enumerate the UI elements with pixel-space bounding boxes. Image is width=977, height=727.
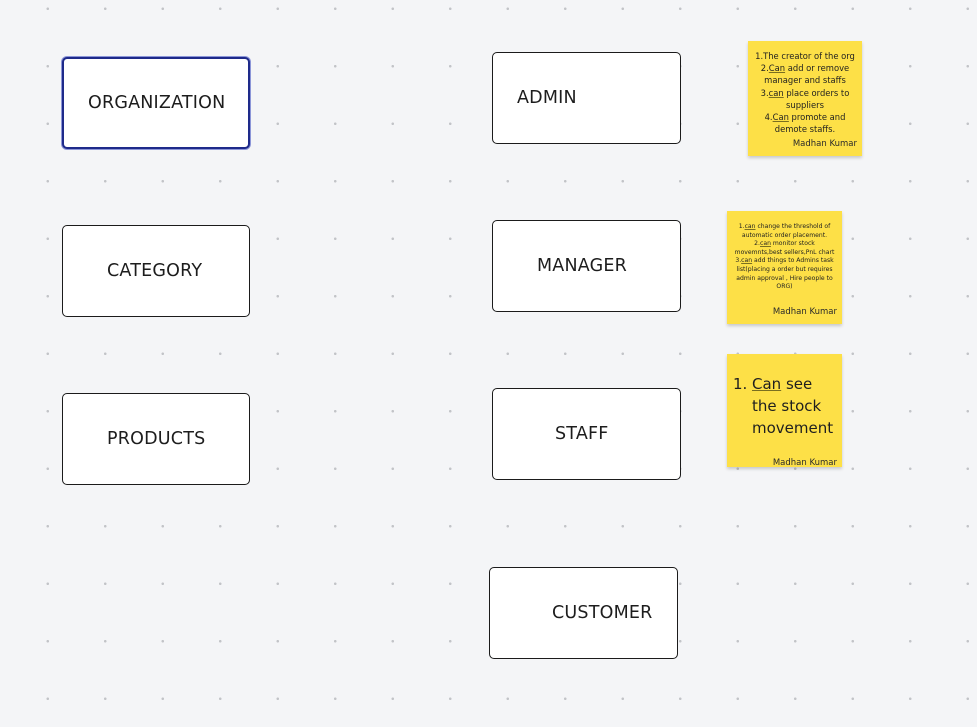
admin-box[interactable]: ADMIN (492, 52, 681, 144)
note-line: the stock (752, 397, 822, 415)
manager-label: MANAGER (537, 256, 628, 276)
organization-box[interactable]: ORGANIZATION (62, 57, 250, 149)
note-author: Madhan Kumar (792, 139, 857, 149)
note-line: 2.can monitor stock (754, 240, 815, 248)
note-author: Madhan Kumar (772, 458, 837, 468)
organization-label: ORGANIZATION (88, 93, 226, 113)
staff-sticky-note[interactable]: 1.Can see the stock movement Madhan Kuma… (727, 354, 842, 468)
note-line: 4.Can promote and (764, 112, 846, 123)
manager-box[interactable]: MANAGER (492, 220, 681, 312)
note-line: demote staffs. (774, 124, 836, 135)
note-line: 3.can add things to Admins task (735, 257, 834, 265)
customer-box[interactable]: CUSTOMER (489, 567, 678, 659)
staff-label: STAFF (555, 424, 609, 444)
note-line: ORG) (776, 283, 793, 291)
note-line: list(placing a order but requires (736, 265, 833, 273)
note-line: movemnts,best sellers,PnL chart (734, 248, 835, 256)
note-line: automatic order placement. (741, 231, 828, 239)
note-list-number: 1. (733, 375, 748, 393)
staff-box[interactable]: STAFF (492, 388, 681, 480)
note-line: 1.can change the threshold of (738, 223, 831, 230)
note-line: admin approval , Hire people to (736, 274, 833, 282)
category-box[interactable]: CATEGORY (62, 225, 250, 317)
note-line: movement (752, 419, 834, 437)
admin-sticky-note[interactable]: 1.The creator of the org 2.Can add or re… (748, 41, 862, 156)
admin-label: ADMIN (517, 88, 577, 108)
note-list-item: 1.Can see (733, 375, 813, 393)
note-line: suppliers (786, 99, 824, 110)
note-line: 1.The creator of the org (755, 51, 855, 61)
category-label: CATEGORY (107, 261, 203, 281)
manager-sticky-note[interactable]: 1.can change the threshold of automatic … (727, 211, 842, 324)
note-line: 3.can place orders to (760, 87, 850, 98)
customer-label: CUSTOMER (552, 603, 653, 623)
note-line: manager and staffs (764, 75, 846, 86)
products-label: PRODUCTS (107, 429, 206, 449)
note-line: 2.Can add or remove (760, 63, 850, 74)
note-author: Madhan Kumar (772, 307, 837, 317)
products-box[interactable]: PRODUCTS (62, 393, 250, 485)
